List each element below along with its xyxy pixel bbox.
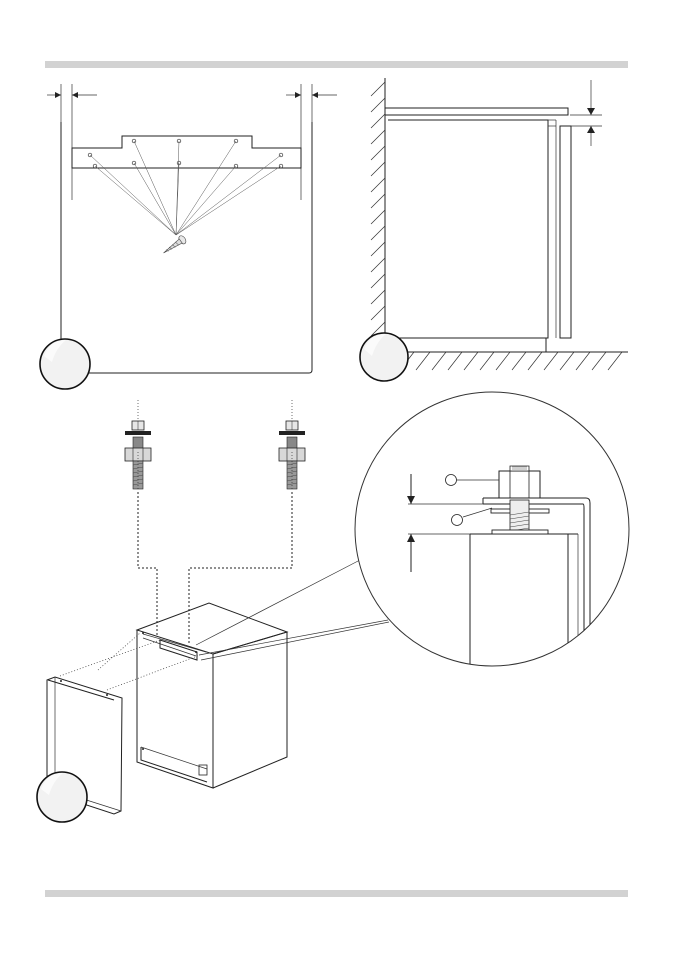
hex-bolt-icon xyxy=(125,400,157,636)
panel-detail-magnifier xyxy=(196,392,629,680)
hatch-floor-icon xyxy=(384,352,622,370)
worktop xyxy=(385,108,568,115)
hex-nut-icon xyxy=(279,448,305,461)
door-panel-outline xyxy=(61,122,312,373)
hex-nut-icon xyxy=(499,466,540,498)
dimension-arrow-icon xyxy=(570,80,602,146)
magnifier-circle xyxy=(355,392,629,666)
callout-marker-1 xyxy=(446,475,457,486)
dimension-arrow-icon xyxy=(286,92,337,98)
hatch-wall-icon xyxy=(371,82,385,336)
callout-badge xyxy=(37,772,87,822)
panel-side-section xyxy=(360,78,628,381)
callout-badge xyxy=(40,339,90,389)
hex-nut-icon xyxy=(125,448,151,461)
callout-badge xyxy=(360,333,408,381)
fixing-template xyxy=(72,136,301,168)
appliance-isometric xyxy=(137,603,287,788)
appliance-body xyxy=(388,120,548,338)
hex-bolt-icon xyxy=(189,400,305,644)
panel-bolt-assembly xyxy=(37,400,305,822)
callout-marker-2 xyxy=(452,515,463,526)
screw-icon xyxy=(161,234,187,256)
appliance-door xyxy=(560,126,571,338)
panel-screw-fixing xyxy=(40,84,337,389)
